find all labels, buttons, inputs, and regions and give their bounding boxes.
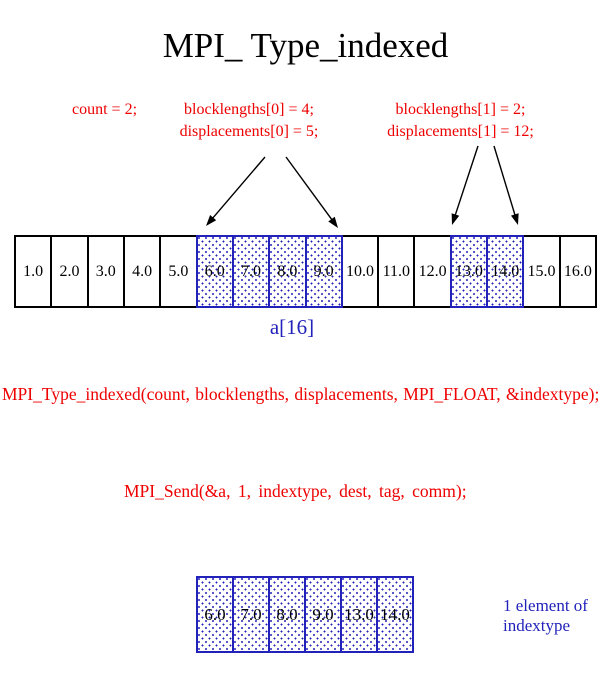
array-label: a[16] [269,315,315,339]
cell-value: 5.0 [168,262,189,280]
annotation-blocklengths0: blocklengths[0] = 4; [184,101,314,118]
cell-value: 4.0 [132,262,153,280]
cell-value: 2.0 [59,262,80,280]
array-cell: 13.0 [449,235,489,308]
page-title: MPI_ Type_indexed [162,26,449,65]
cell-value: 16.0 [563,262,592,280]
cell-value: 9.0 [313,262,334,280]
cell-value: 3.0 [95,262,116,280]
cell-value: 1.0 [23,262,44,280]
array-cell: 3.0 [86,235,125,308]
cell-value: 14.0 [491,262,520,280]
array-cell: 5.0 [159,235,198,308]
result-caption-line1: 1 element of [503,596,588,615]
array-cell: 4.0 [122,235,162,308]
array-cell: 8.0 [268,235,307,308]
array-cell: 7.0 [231,235,271,308]
cell-value: 6.0 [204,262,225,280]
array-cell: 14.0 [486,235,525,308]
cell-value: 8.0 [276,604,298,624]
array-cell: 11.0 [377,235,416,308]
array-cell: 14.0 [376,576,414,653]
cell-value: 7.0 [241,262,262,280]
array-cell: 7.0 [232,576,270,653]
array-cell: 8.0 [268,576,306,653]
cell-value: 12.0 [418,262,447,280]
cell-value: 7.0 [240,604,262,624]
annotation-block0: blocklengths[0] = 4; displacements[0] = … [168,99,330,143]
array-cell: 13.0 [340,576,378,653]
result-array: 6.0 7.0 8.0 9.0 13.0 14.0 [196,576,414,653]
array-cell: 12.0 [413,235,452,308]
array-cell: 16.0 [558,235,597,308]
result-caption: 1 element of indextype [503,596,588,636]
array-cell: 9.0 [304,576,342,653]
cell-value: 9.0 [312,604,334,624]
cell-value: 8.0 [277,262,298,280]
cell-value: 6.0 [204,604,226,624]
cell-value: 13.0 [454,262,483,280]
main-array: 1.0 2.0 3.0 4.0 5.0 6.0 7.0 8.0 9.0 10.0 11.0 12.0 1… [14,235,597,308]
array-cell: 2.0 [50,235,89,308]
array-cell: 10.0 [340,235,380,308]
cell-value: 11.0 [382,262,410,280]
code-type-indexed: MPI_Type_indexed(count, blocklengths, di… [2,384,600,404]
cell-value: 10.0 [345,262,374,280]
array-cell: 6.0 [195,235,234,308]
annotation-displacements0: displacements[0] = 5; [179,123,319,140]
annotation-displacements1: displacements[1] = 12; [387,123,534,140]
array-cell: 1.0 [14,235,53,308]
code-send: MPI_Send(&a, 1, indextype, dest, tag, co… [124,481,467,501]
annotation-block1: blocklengths[1] = 2; displacements[1] = … [372,99,549,143]
annotation-blocklengths1: blocklengths[1] = 2; [395,101,526,118]
annotation-count: count = 2; [72,101,138,118]
array-cell: 15.0 [522,235,561,308]
result-caption-line2: indextype [503,616,571,635]
array-cell: 9.0 [304,235,343,308]
cell-value: 13.0 [344,604,374,624]
cell-value: 14.0 [380,604,410,624]
cell-value: 15.0 [527,262,556,280]
array-cell: 6.0 [196,576,234,653]
